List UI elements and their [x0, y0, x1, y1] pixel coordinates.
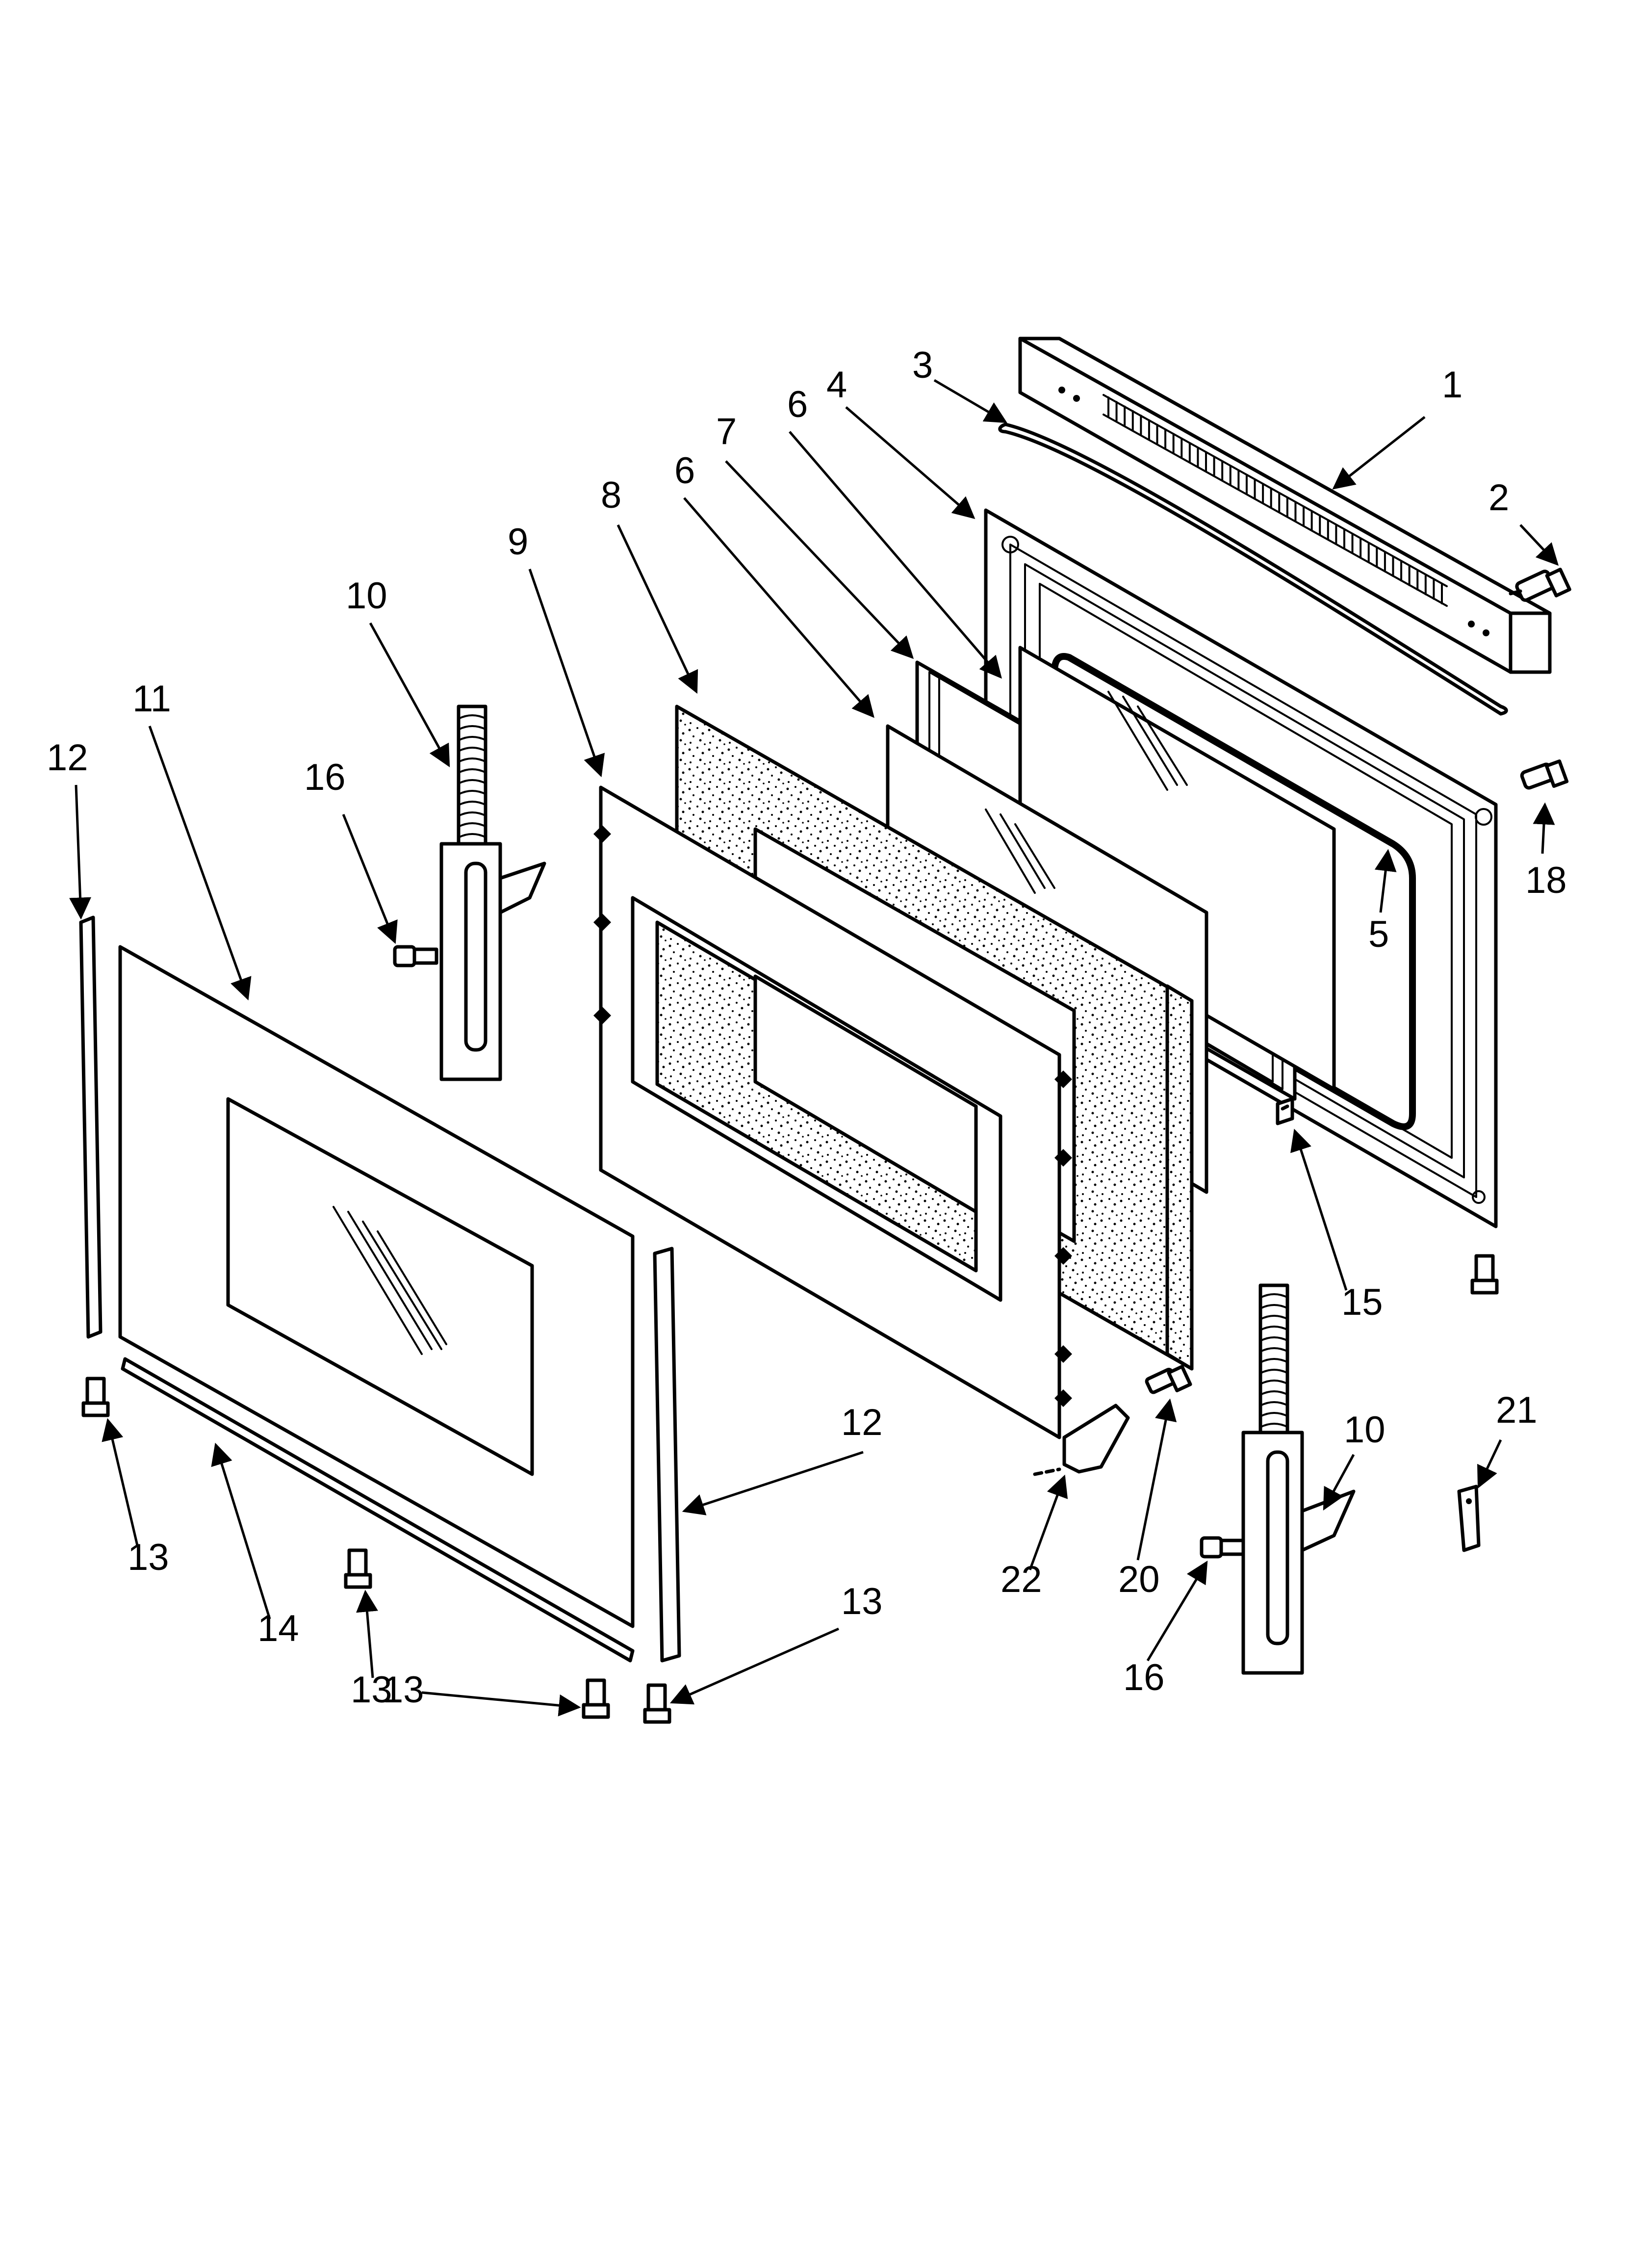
leader-arrow-c10b [1323, 1454, 1355, 1511]
callout-label-c3: 3 [912, 344, 933, 386]
callout-label-c16b: 16 [1123, 1657, 1165, 1698]
callout-label-c10a: 10 [346, 575, 387, 617]
leader-arrow-c3 [933, 379, 1007, 423]
callout-label-c11: 11 [132, 678, 171, 720]
screw-part-18 [1520, 759, 1569, 790]
screw-part-13-bottom-a [344, 1548, 372, 1589]
callout-label-c21: 21 [1496, 1389, 1538, 1431]
part-21-key [1457, 1485, 1481, 1552]
callout-label-c18: 18 [1525, 860, 1567, 901]
callout-label-c9: 9 [508, 521, 528, 563]
hinge-part-right [1241, 1283, 1356, 1675]
callout-label-c4: 4 [826, 364, 847, 406]
leader-arrow-c5 [1374, 849, 1397, 913]
leader-arrow-c14 [211, 1442, 271, 1619]
side-trim-right [653, 1247, 681, 1663]
callout-label-c15: 15 [1341, 1281, 1383, 1323]
leader-arrow-c10a [369, 622, 450, 767]
leader-arrow-c22 [1028, 1474, 1068, 1570]
callout-label-c16a: 16 [304, 756, 346, 798]
callout-label-c13c: 13 [383, 1669, 424, 1711]
callout-label-c6b: 6 [674, 450, 695, 492]
callout-labels: 1234566789101011121213131313141516161820… [47, 344, 1567, 1711]
callout-label-c10b: 10 [1344, 1409, 1385, 1451]
screw-part-13-left [81, 1377, 110, 1417]
callout-label-c12b: 12 [841, 1402, 883, 1443]
gasket-strip-part [998, 422, 1508, 716]
callout-label-c13b: 13 [351, 1669, 392, 1711]
door-liner-part [593, 785, 1072, 1439]
leader-arrow-c9 [528, 569, 605, 778]
callout-label-c5: 5 [1368, 913, 1389, 955]
leader-arrow-c6a [789, 431, 1002, 679]
callout-label-c8: 8 [601, 474, 621, 516]
screw-part-20 [1145, 1365, 1192, 1394]
leader-arrow-c18 [1533, 802, 1555, 854]
screw-part-13-bottom-b [582, 1678, 610, 1719]
leader-arrow-c13c [421, 1691, 581, 1717]
outer-door-glass-part [118, 945, 635, 1628]
clip-part-15 [1276, 1097, 1294, 1125]
leader-arrow-c12b [682, 1451, 864, 1515]
callout-label-c1: 1 [1442, 364, 1462, 406]
screw-part-13-right [1470, 1254, 1499, 1295]
leader-arrow-c16b [1146, 1561, 1208, 1662]
hinge-part-left [439, 704, 546, 1081]
screw-part-16-right [1200, 1536, 1245, 1559]
bracket-part-22 [1033, 1404, 1130, 1476]
leader-arrow-c4 [845, 406, 975, 519]
leader-arrow-c15 [1290, 1128, 1348, 1291]
callout-label-c12a: 12 [47, 737, 88, 779]
leader-arrow-c20 [1136, 1398, 1177, 1561]
side-trim-left [79, 915, 103, 1339]
screw-part-2 [1509, 568, 1571, 602]
callout-label-c13a: 13 [128, 1537, 169, 1578]
leader-arrow-c1 [1332, 416, 1426, 490]
leader-arrow-c2 [1519, 524, 1559, 566]
screw-part-13-bottom-c [643, 1683, 671, 1724]
callout-label-c22: 22 [1001, 1559, 1042, 1600]
leader-arrow-c13d [669, 1627, 840, 1705]
leader-arrow-c16a [342, 814, 398, 944]
leader-arrow-c7 [725, 460, 914, 659]
bottom-trim-part [121, 1357, 635, 1663]
vent-trim-part [1018, 337, 1552, 674]
callout-label-c20: 20 [1118, 1559, 1160, 1600]
leader-arrow-c6b [683, 497, 874, 718]
callout-label-c6a: 6 [787, 384, 808, 425]
leader-arrow-c12a [69, 784, 91, 920]
callout-label-c13d: 13 [841, 1581, 883, 1622]
leader-arrow-c21 [1477, 1439, 1502, 1489]
leader-arrow-c8 [616, 524, 698, 694]
callout-label-c14: 14 [257, 1608, 299, 1649]
callout-label-c7: 7 [716, 411, 737, 452]
callout-label-c2: 2 [1488, 477, 1509, 519]
leader-arrow-c13a [102, 1418, 139, 1546]
leader-arrow-c11 [148, 726, 252, 1001]
screw-part-16-left [393, 945, 438, 967]
leader-arrow-c13b [356, 1590, 378, 1678]
leader-lines [69, 379, 1559, 1717]
